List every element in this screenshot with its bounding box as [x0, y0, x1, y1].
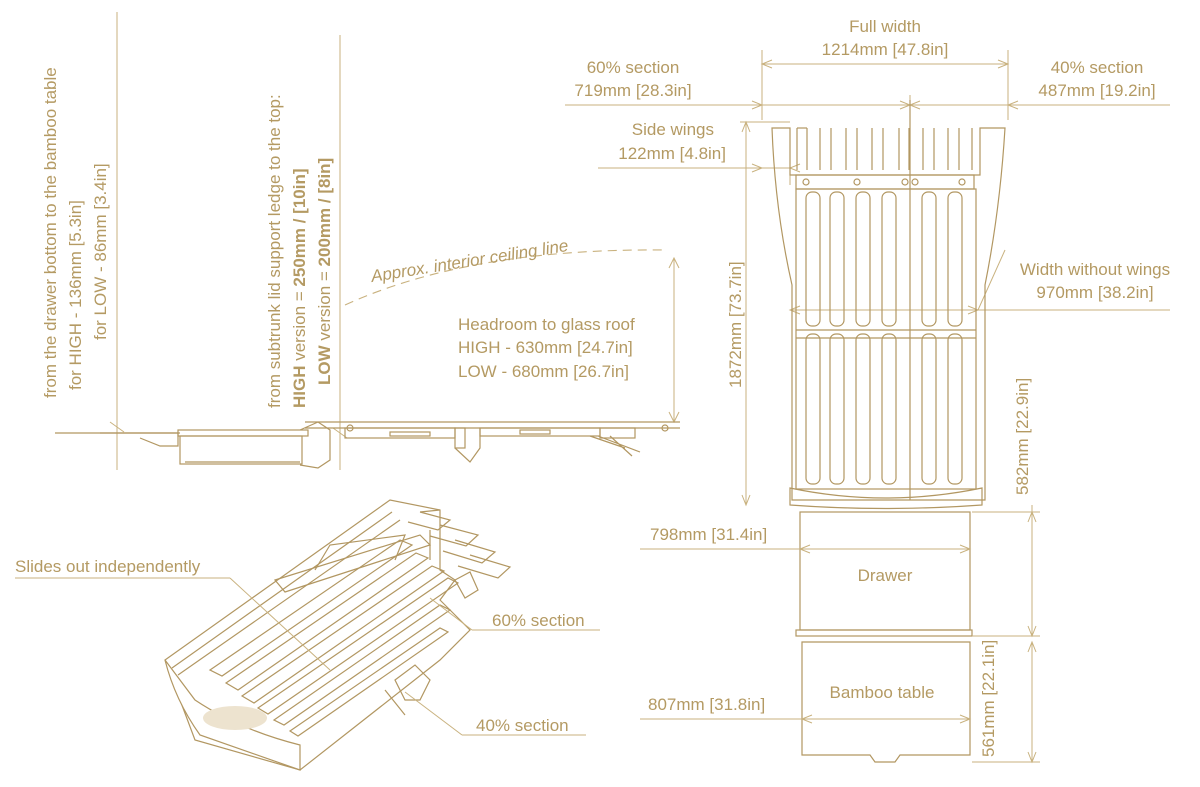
- drawer-width-value: 798mm [31.4in]: [650, 525, 767, 544]
- headroom-high: HIGH - 630mm [24.7in]: [458, 338, 633, 357]
- iso-fingers: [407, 509, 512, 579]
- side-view: from the drawer bottom to the bamboo tab…: [41, 12, 680, 470]
- length-value: 1872mm [73.7in]: [726, 261, 745, 388]
- iso-section-60-label: 60% section: [492, 611, 585, 630]
- iso-slats: [208, 539, 460, 737]
- drawer-depth-arrows: [1027, 510, 1037, 638]
- full-width-title: Full width: [849, 17, 921, 36]
- drawer-label: Drawer: [858, 566, 913, 585]
- drawer-note-line2: for HIGH - 136mm [5.3in]: [66, 200, 85, 390]
- slides-leader: [229, 577, 331, 671]
- slides-label: Slides out independently: [15, 557, 201, 576]
- section-40-title: 40% section: [1051, 58, 1144, 77]
- iso-platform-outline: [164, 499, 471, 771]
- drawer-reference-arrow: [109, 421, 125, 433]
- iso-rail: [273, 534, 432, 593]
- ceiling-line: [344, 249, 666, 306]
- drawer-note-line1: from the drawer bottom to the bamboo tab…: [41, 67, 60, 398]
- drawer-note-line3: for LOW - 86mm [3.4in]: [91, 163, 110, 340]
- iso-view: Slides out independently 60% section 40%…: [15, 499, 600, 771]
- section-40-leader: [404, 691, 463, 736]
- platform-slats: [805, 191, 963, 485]
- subtrunk-note-line1: from subtrunk lid support ledge to the t…: [265, 94, 284, 408]
- iso-bracket-60: [454, 571, 479, 599]
- section-60-title: 60% section: [587, 58, 680, 77]
- subtrunk-note-high: HIGH version = 250mm / [10in]: [290, 168, 309, 408]
- bamboo-table-label: Bamboo table: [830, 683, 935, 702]
- table-width-value: 807mm [31.8in]: [648, 695, 765, 714]
- table-width-arrows: [800, 714, 972, 724]
- length-arrows: [741, 120, 751, 507]
- headroom-low: LOW - 680mm [26.7in]: [458, 362, 629, 381]
- top-view: Full width 1214mm [47.8in] 60% section 7…: [565, 17, 1170, 764]
- ceiling-label: Approx. interior ceiling line: [369, 236, 570, 286]
- iso-top-edge: [171, 511, 401, 676]
- side-wings-value: 122mm [4.8in]: [618, 144, 726, 163]
- side-wings-title: Side wings: [632, 120, 714, 139]
- platform-side-profile: [55, 421, 680, 469]
- drawer-shape: [795, 511, 973, 637]
- section-60-leader: [429, 597, 473, 631]
- table-depth-value: 561mm [22.1in]: [979, 640, 998, 757]
- iso-rail-bracket: [314, 534, 406, 571]
- iso-section-40-label: 40% section: [476, 716, 569, 735]
- no-wings-leader: [977, 249, 1006, 311]
- full-width-value: 1214mm [47.8in]: [822, 40, 949, 59]
- iso-bracket-40: [384, 664, 431, 716]
- drawer-depth-value: 582mm [22.9in]: [1013, 378, 1032, 495]
- table-depth-arrows: [1027, 640, 1037, 764]
- bamboo-table-shape: [801, 641, 971, 763]
- no-wings-value: 970mm [38.2in]: [1036, 283, 1153, 302]
- subtrunk-note-low: LOW version = 200mm / [8in]: [315, 158, 334, 385]
- section-60-value: 719mm [28.3in]: [574, 81, 691, 100]
- platform-top-outline: [771, 100, 1006, 510]
- section-40-value: 487mm [19.2in]: [1038, 81, 1155, 100]
- headroom-title: Headroom to glass roof: [458, 315, 635, 334]
- no-wings-title: Width without wings: [1020, 260, 1170, 279]
- iso-front-shine: [203, 706, 267, 730]
- full-width-arrows: [760, 59, 1010, 69]
